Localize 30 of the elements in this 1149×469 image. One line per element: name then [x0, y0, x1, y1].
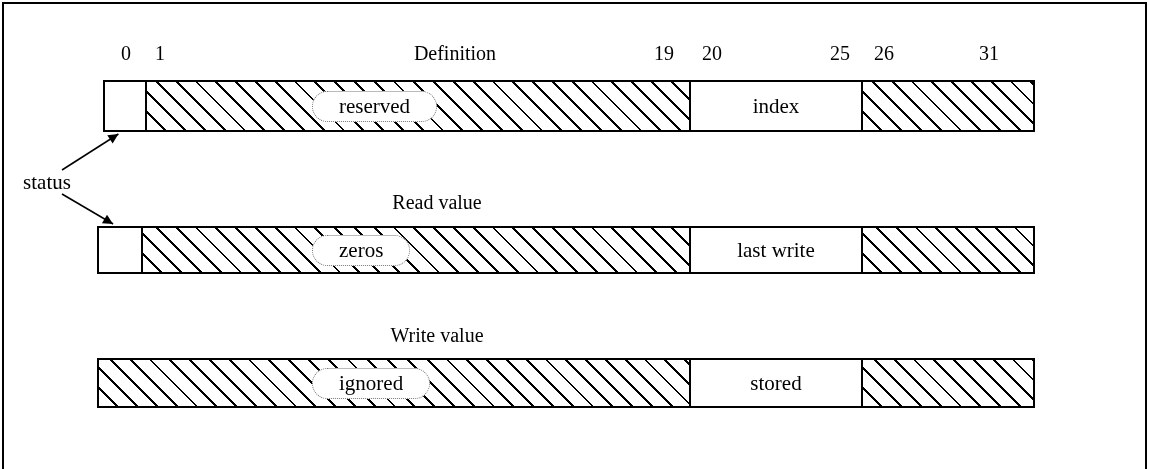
hatched-field: [145, 80, 691, 132]
bit-number: 26: [874, 42, 894, 65]
field-label: zeros: [312, 234, 411, 266]
register-title: Write value: [390, 324, 484, 347]
bit-number: 19: [654, 42, 674, 65]
hatched-field: [141, 226, 691, 274]
field-label: reserved: [312, 90, 438, 122]
register-title: Read value: [392, 191, 482, 214]
arrow: [61, 193, 114, 225]
field-label: last write: [737, 237, 815, 263]
register-field: [689, 358, 863, 408]
hatched-field: [97, 358, 691, 408]
register-title: Definition: [413, 42, 497, 65]
arrow: [61, 133, 120, 171]
bit-number: 31: [979, 42, 999, 65]
hatched-field: [861, 226, 1035, 274]
bit-number: 25: [830, 42, 850, 65]
field-label: index: [752, 93, 800, 119]
field-label: ignored: [312, 367, 431, 399]
bit-number: 0: [121, 42, 131, 65]
register-field: [689, 80, 863, 132]
bit-box: [103, 80, 147, 132]
bit-number: 20: [702, 42, 722, 65]
bit-box: [97, 226, 143, 274]
status-label: status: [18, 168, 76, 196]
register-field: [689, 226, 863, 274]
hatched-field: [861, 358, 1035, 408]
bit-number: 1: [155, 42, 165, 65]
hatched-field: [861, 80, 1035, 132]
field-label: stored: [750, 370, 802, 396]
